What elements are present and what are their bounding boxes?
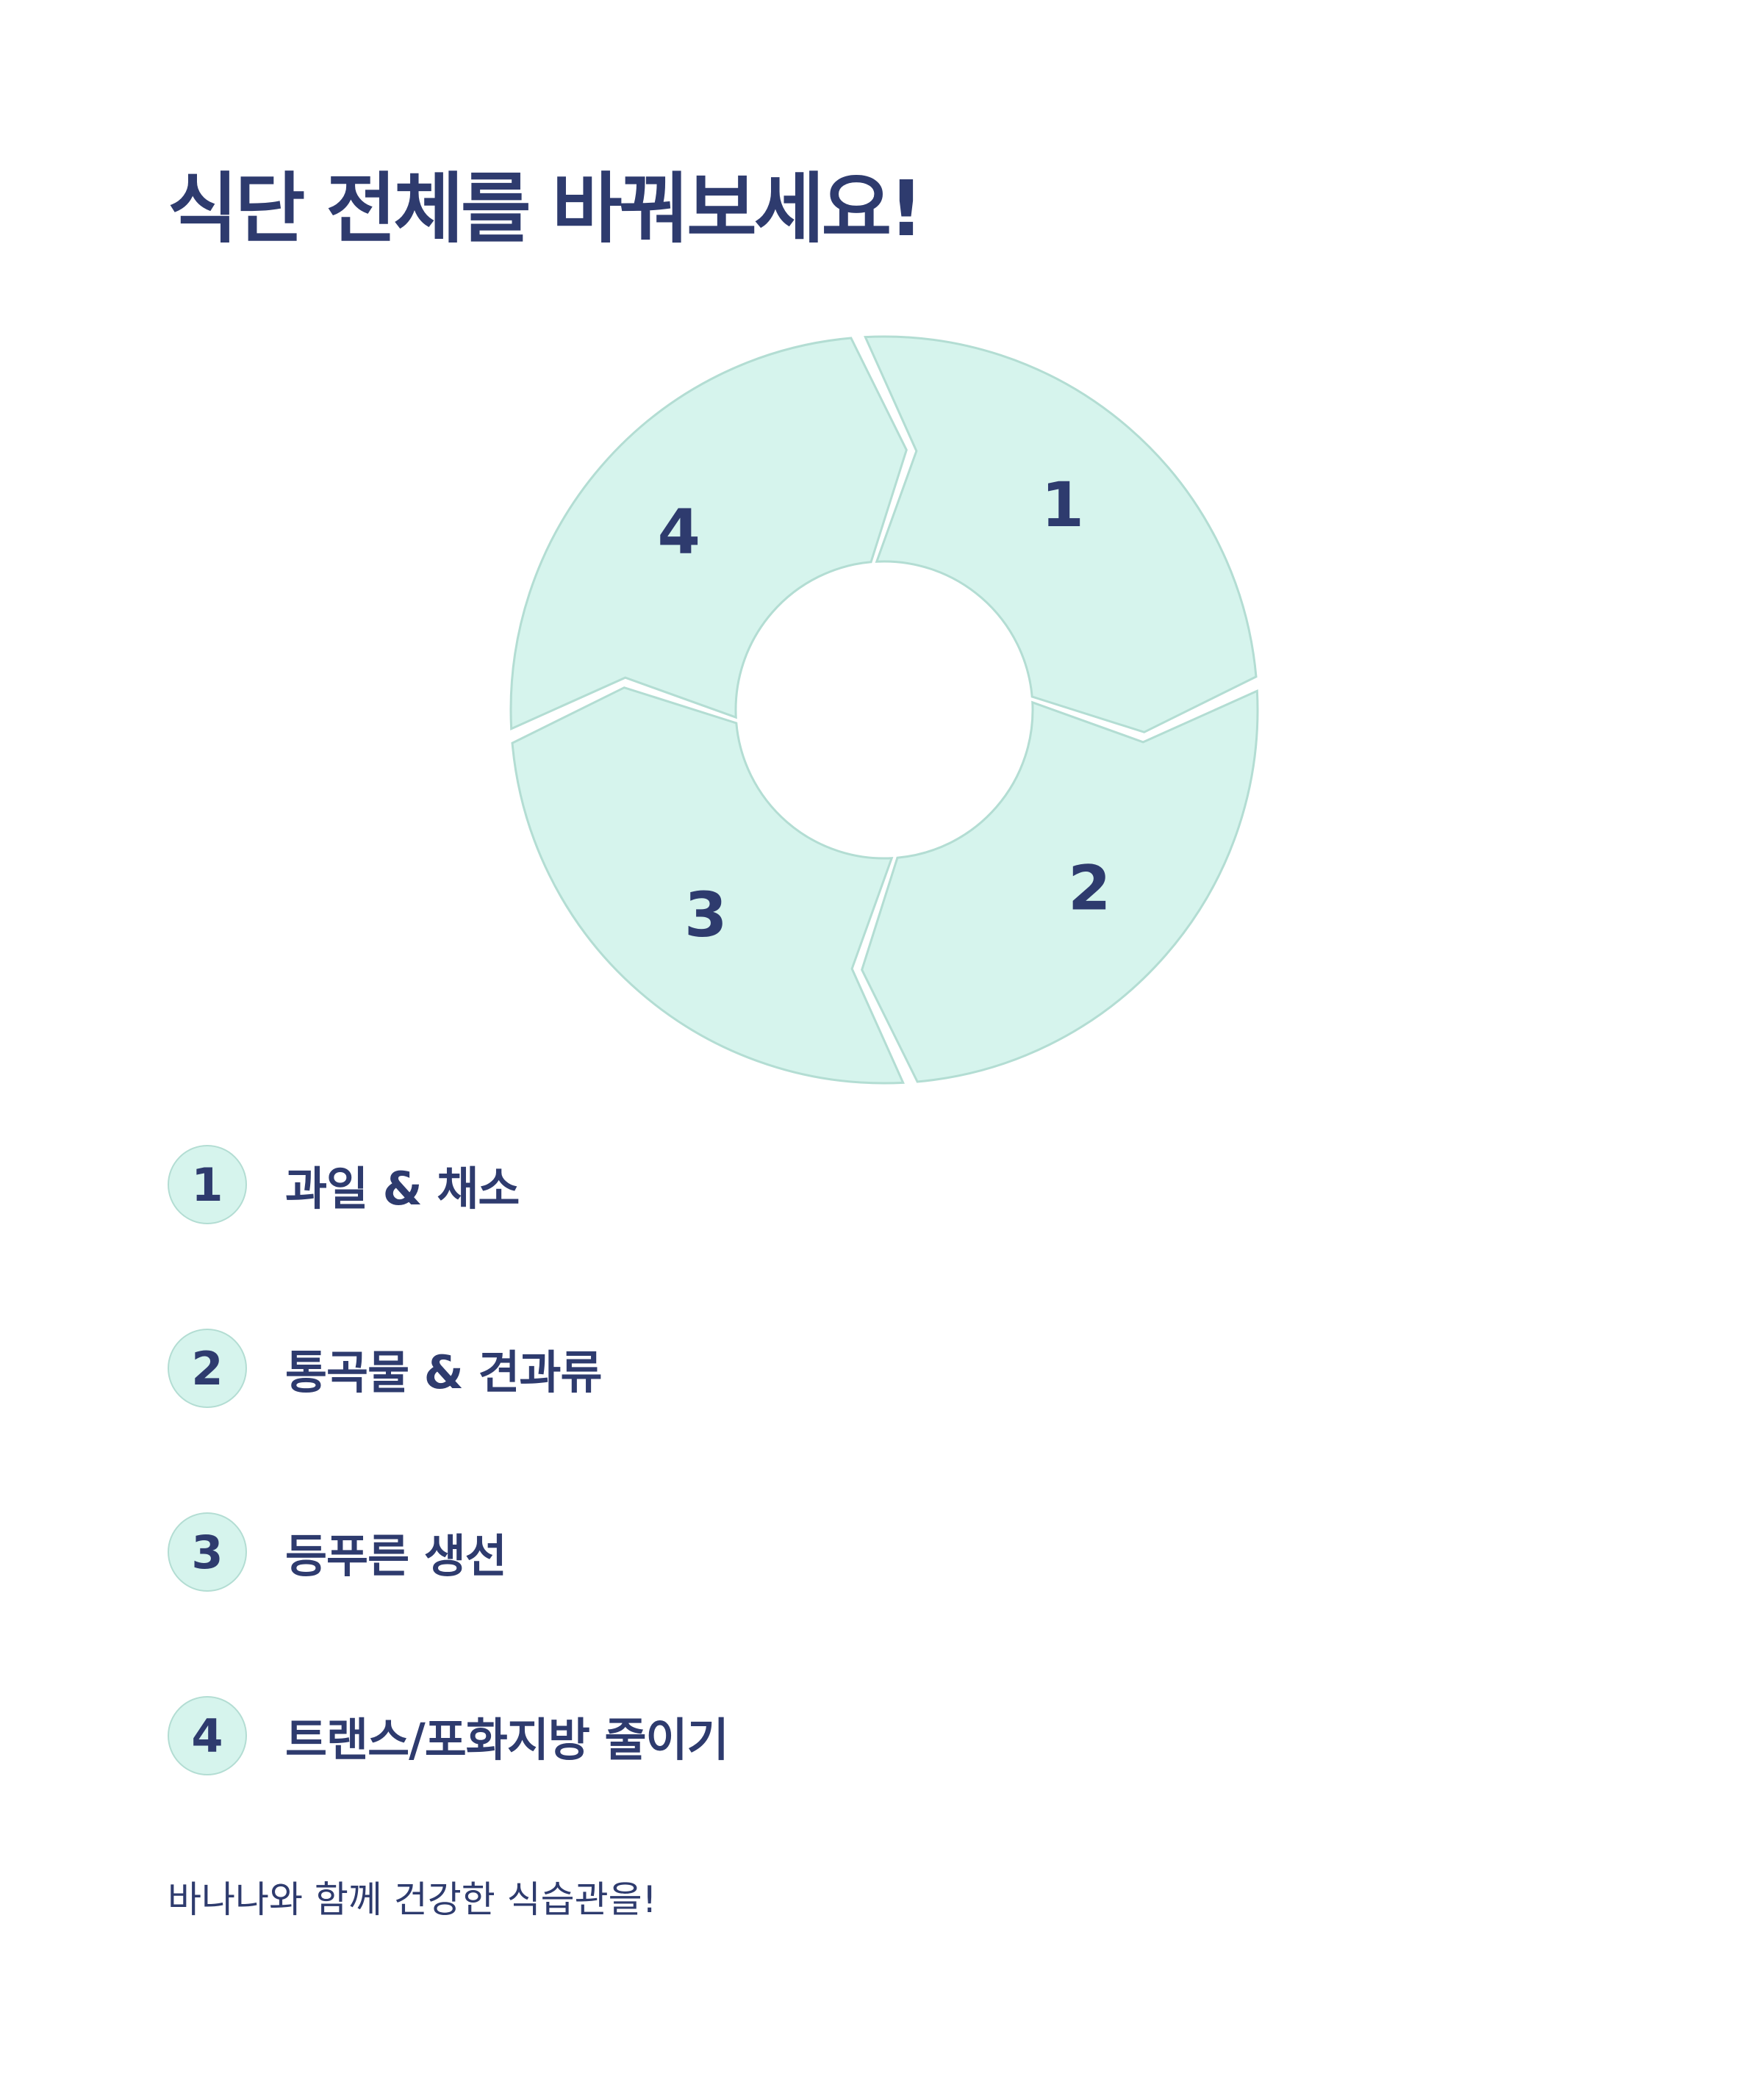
footer-text: 바나나와 함께 건강한 식습관을! (168, 1878, 657, 1921)
step-item-1: 1 과일 & 채소 (168, 1145, 1197, 1224)
cycle-segment-3 (511, 686, 905, 1085)
cycle-diagram: 1 2 3 4 (509, 335, 1259, 1085)
page-title: 식단 전체를 바꿔보세요! (168, 164, 924, 254)
cycle-segment-number: 2 (1068, 852, 1111, 924)
step-label: 과일 & 채소 (285, 1162, 520, 1215)
step-badge: 3 (168, 1512, 247, 1592)
cycle-segment-number: 3 (684, 879, 727, 951)
step-item-4: 4 트랜스/포화지방 줄이기 (168, 1696, 1197, 1775)
cycle-segment-4 (509, 337, 908, 730)
step-badge: 2 (168, 1329, 247, 1408)
cycle-segment-number: 1 (1041, 469, 1084, 541)
cycle-segment-2 (861, 689, 1259, 1083)
step-label: 트랜스/포화지방 줄이기 (285, 1713, 729, 1767)
step-label: 등푸른 생선 (285, 1529, 507, 1583)
cycle-segment-number: 4 (658, 495, 700, 567)
step-item-2: 2 통곡물 & 견과류 (168, 1329, 1197, 1408)
cycle-segment-1 (864, 335, 1258, 733)
step-badge: 4 (168, 1696, 247, 1775)
step-badge: 1 (168, 1145, 247, 1224)
step-label: 통곡물 & 견과류 (285, 1346, 602, 1399)
step-item-3: 3 등푸른 생선 (168, 1512, 1197, 1592)
